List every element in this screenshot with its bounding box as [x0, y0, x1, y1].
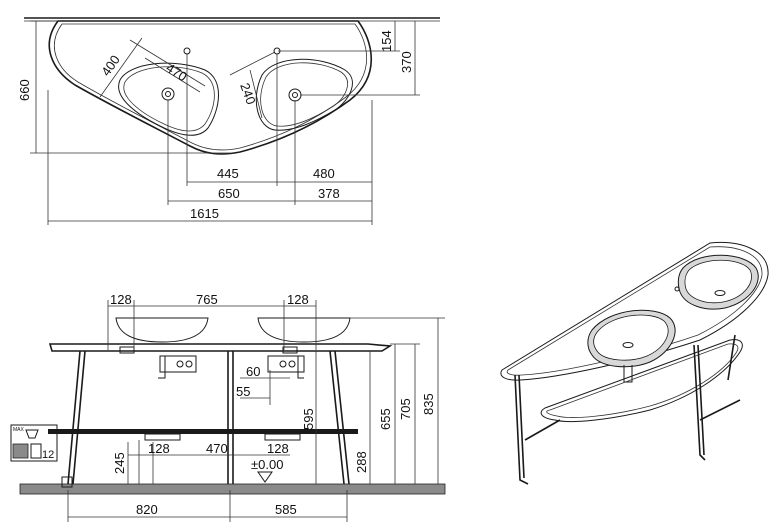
dim-765: 765	[196, 292, 218, 307]
front-countertop	[48, 343, 393, 352]
front-elevation: 128 765 128 60 55 595 655 705 835 288 24…	[10, 292, 446, 522]
dim-128-low-right: 128	[267, 441, 289, 456]
dim-585: 585	[275, 502, 297, 517]
right-drain	[288, 88, 302, 102]
floor-hatch	[19, 483, 446, 495]
dim-1615: 1615	[190, 206, 219, 221]
detail-inset: MAX 12	[10, 424, 73, 488]
dim-55: 55	[236, 384, 250, 399]
right-basin	[255, 58, 353, 131]
level-marker	[257, 471, 273, 483]
dim-370: 370	[399, 51, 414, 73]
dim-378: 378	[318, 186, 340, 201]
dim-240: 240	[237, 81, 259, 107]
detail-label: 12	[42, 449, 54, 461]
dim-445: 445	[217, 166, 239, 181]
right-mixer	[267, 355, 305, 373]
front-right-basin	[257, 317, 351, 343]
dim-660: 660	[17, 79, 32, 101]
front-shelf	[48, 429, 358, 434]
dim-835: 835	[421, 393, 436, 415]
dim-480: 480	[313, 166, 335, 181]
dim-128-right: 128	[287, 292, 309, 307]
iso-shelf	[540, 339, 743, 422]
dim-705: 705	[398, 398, 413, 420]
dim-655: 655	[378, 408, 393, 430]
plan-view: 400 470 240 154 370 660 445 480 650 378 …	[17, 17, 440, 225]
iso-countertop	[500, 241, 769, 381]
dim-400: 400	[98, 52, 123, 78]
dim-154: 154	[379, 30, 394, 52]
dim-650: 650	[218, 186, 240, 201]
dim-595: 595	[301, 408, 316, 430]
dim-60: 60	[246, 364, 260, 379]
dim-470-diag: 470	[163, 60, 189, 84]
dim-128-low-left: 128	[148, 441, 170, 456]
dim-820: 820	[136, 502, 158, 517]
dim-128-left: 128	[110, 292, 132, 307]
left-mixer	[159, 355, 197, 373]
left-tap-hole	[183, 47, 191, 55]
dim-zero-level: ±0.00	[251, 457, 283, 472]
perspective-view	[500, 241, 769, 485]
detail-small-label: MAX	[13, 427, 25, 433]
left-drain	[161, 87, 175, 101]
dim-288: 288	[354, 451, 369, 473]
dim-245: 245	[112, 452, 127, 474]
countertop-outline	[48, 20, 372, 155]
front-left-basin	[115, 317, 209, 343]
dim-470: 470	[206, 441, 228, 456]
